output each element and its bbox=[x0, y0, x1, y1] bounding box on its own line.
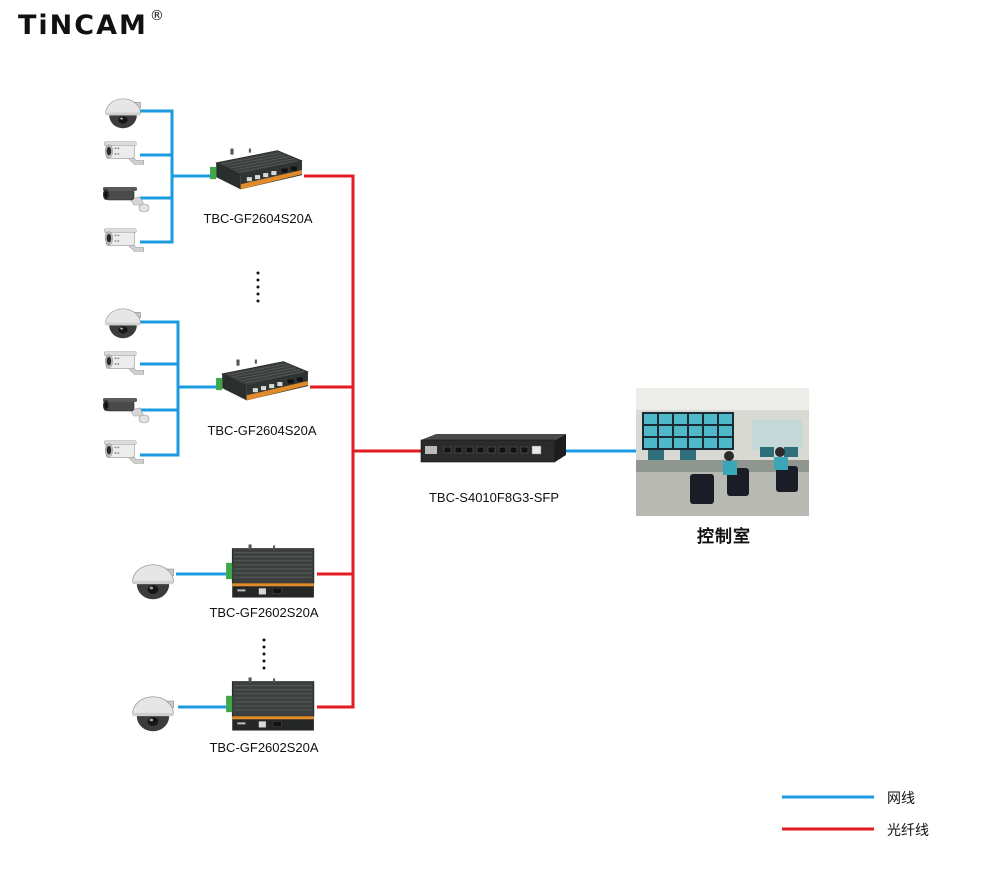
ptz-dome-camera-icon bbox=[105, 98, 141, 129]
switch-label-group1: TBC-GF2604S20A bbox=[203, 211, 313, 226]
continuation-dots bbox=[256, 271, 266, 670]
ethernet-links bbox=[140, 109, 636, 709]
registered-mark: ® bbox=[149, 8, 164, 24]
brand-name: TiNCAM bbox=[18, 10, 148, 41]
industrial-switch-icon bbox=[225, 677, 315, 732]
bullet-camera-icon bbox=[103, 141, 145, 165]
bullet-camera-icon bbox=[103, 228, 145, 252]
control-room-label: 控制室 bbox=[697, 527, 751, 547]
ptz-dome-camera-icon bbox=[131, 696, 175, 732]
legend-fiber-label: 光纤线 bbox=[887, 823, 929, 839]
industrial-switch-icon bbox=[209, 148, 303, 190]
rack-switch-icon bbox=[420, 434, 566, 463]
industrial-switch-icon bbox=[215, 359, 309, 401]
bullet-camera-icon bbox=[103, 440, 145, 464]
core-switch-label: TBC-S4010F8G3-SFP bbox=[428, 490, 560, 505]
ptz-dome-camera-icon bbox=[131, 564, 175, 600]
switch-label-group2: TBC-GF2604S20A bbox=[207, 423, 317, 438]
fiber-links bbox=[304, 174, 421, 709]
ptz-dome-camera-icon bbox=[105, 308, 141, 339]
switch-label-group4: TBC-GF2602S20A bbox=[209, 740, 319, 755]
bullet-camera-icon bbox=[103, 351, 145, 375]
industrial-switch-icon bbox=[225, 544, 315, 599]
control-room-photo bbox=[636, 388, 809, 516]
switch-label-group3: TBC-GF2602S20A bbox=[209, 605, 319, 620]
brand-logo: TiNCAM® bbox=[18, 8, 164, 41]
legend-ethernet-label: 网线 bbox=[887, 791, 915, 807]
